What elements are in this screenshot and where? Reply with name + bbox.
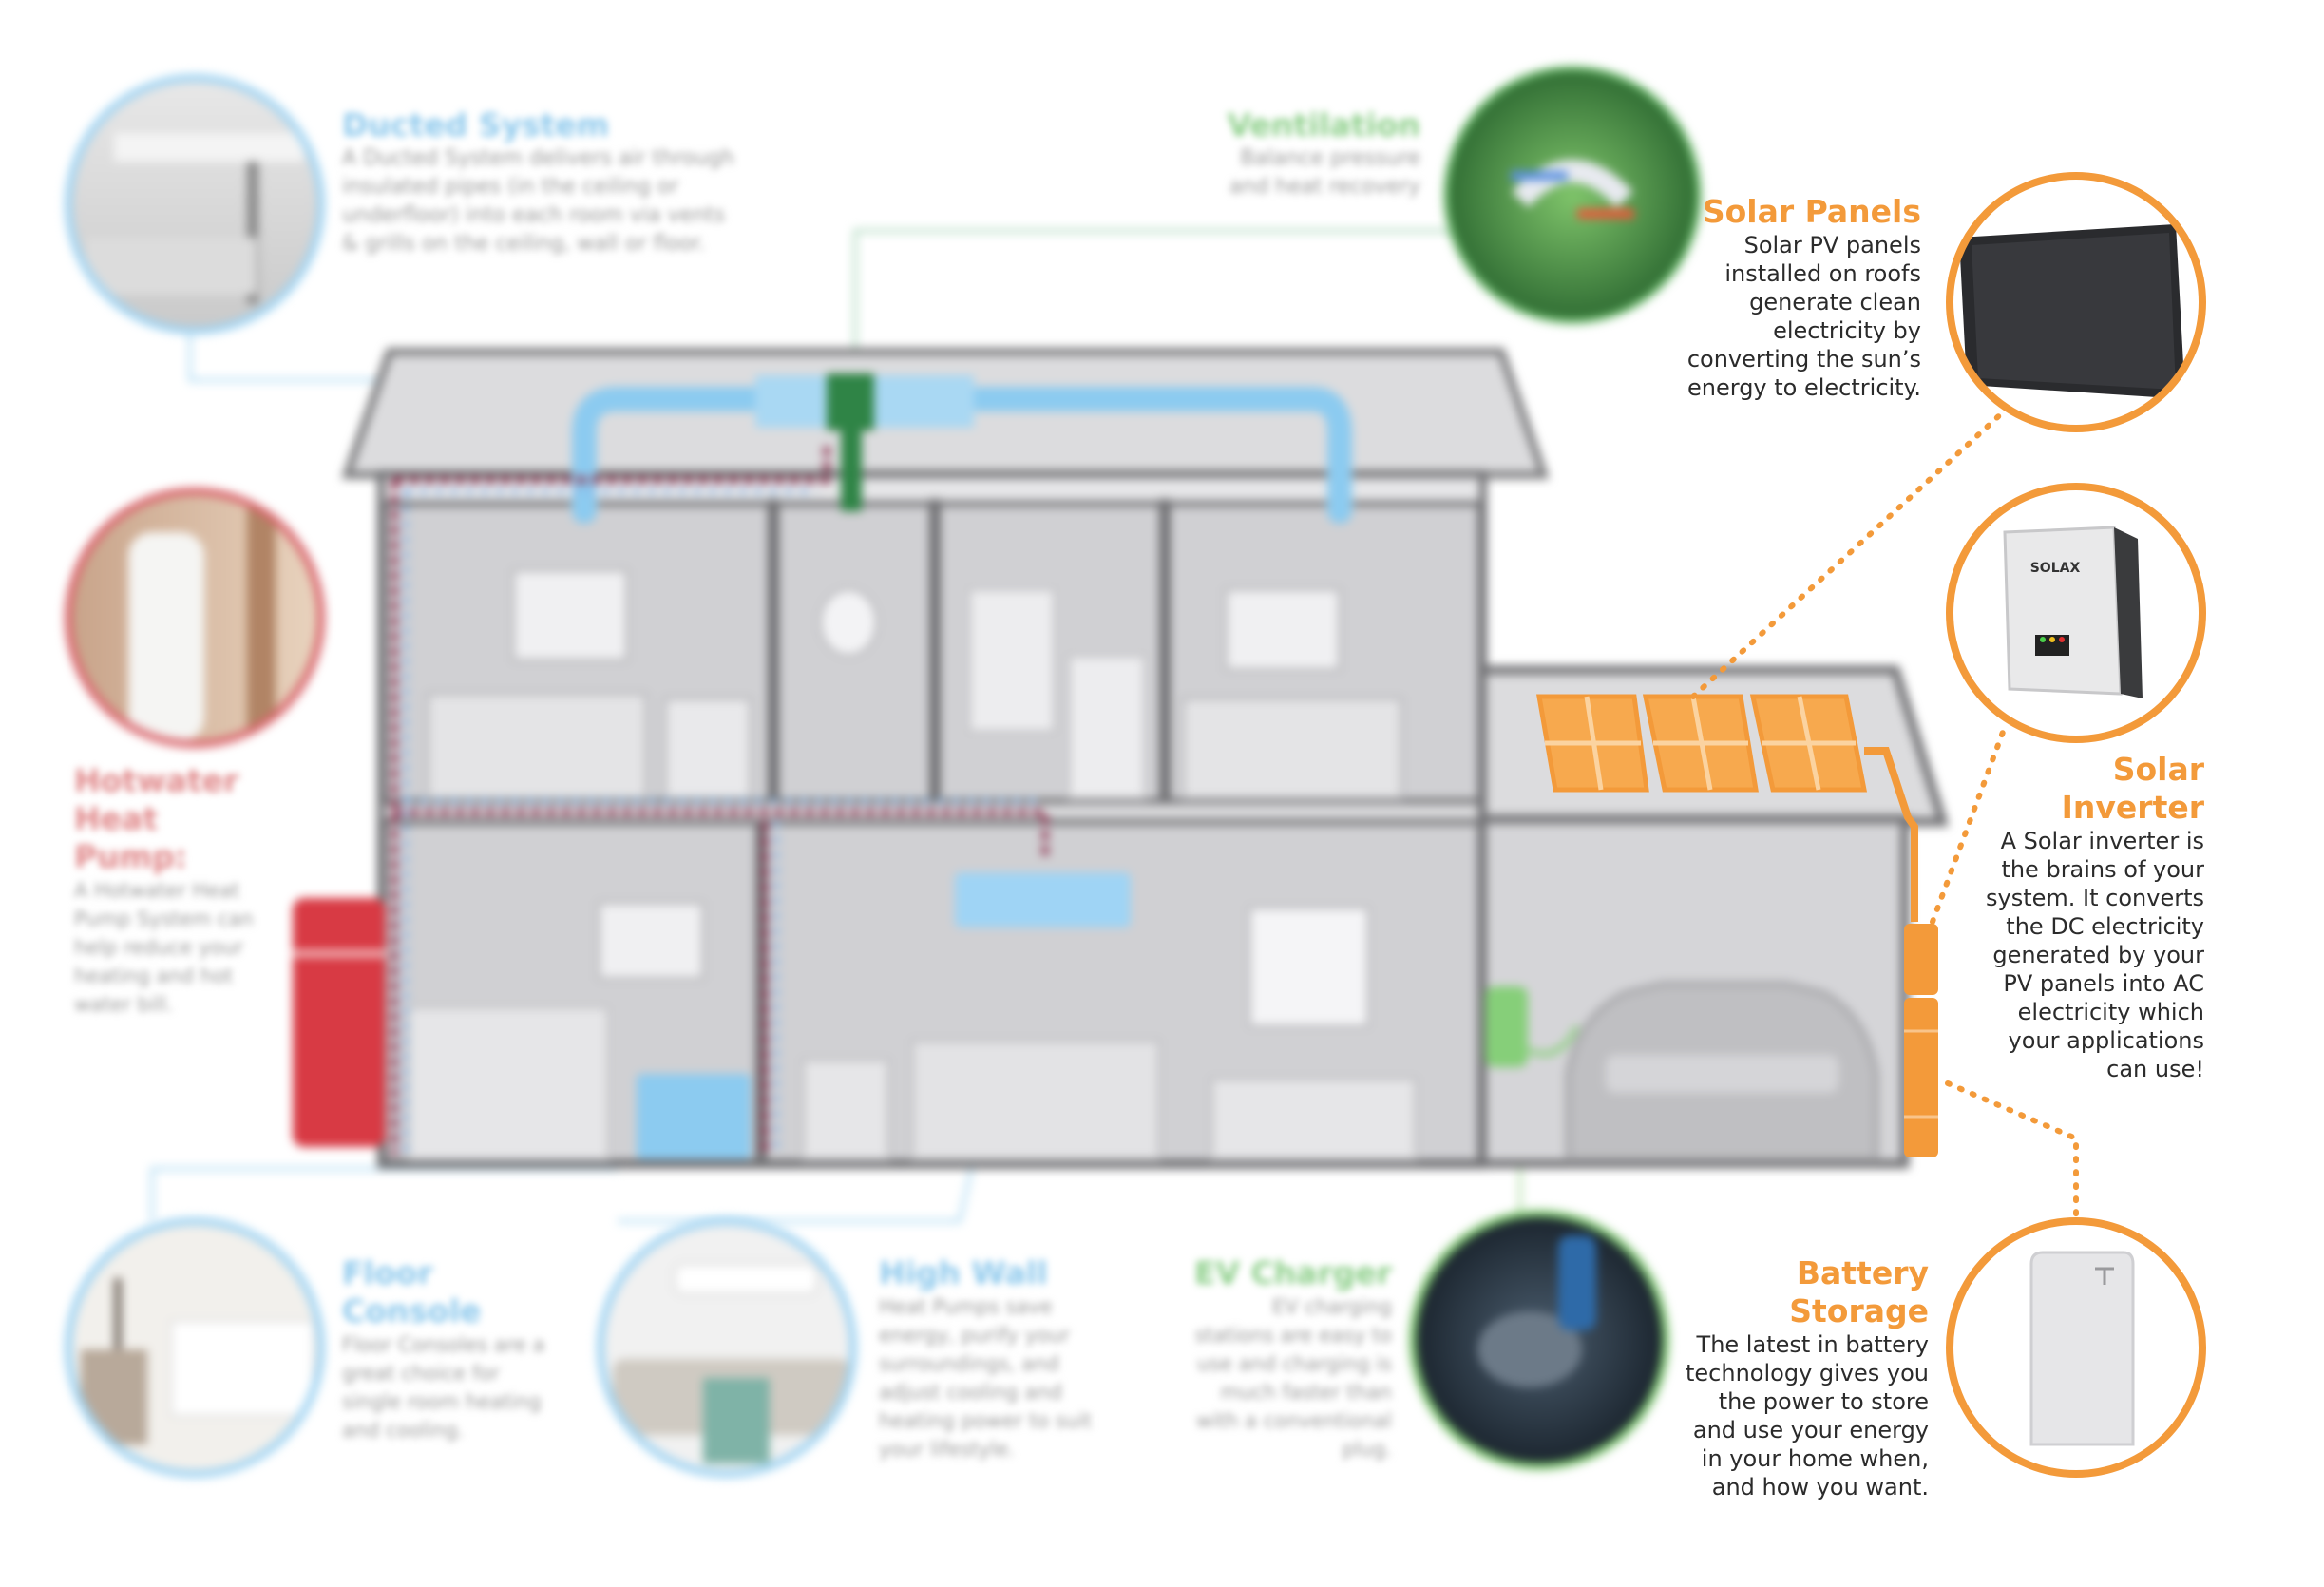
solar-panels-desc-line-6: energy to electricity.: [1687, 374, 1921, 401]
ev-charger-description: EV charging stations are easy to use and…: [1194, 1295, 1392, 1461]
solar-inverter-title-line2: Inverter: [2061, 789, 2204, 826]
solar-panels-desc-line-2: installed on roofs: [1724, 260, 1921, 287]
solar-inverter-photo-icon: SOLAX: [1946, 483, 2206, 743]
ventilation-label: Ventilation Balance pressure and heat re…: [1207, 106, 1420, 201]
battery-storage-desc-line-1: The latest in battery: [1696, 1331, 1929, 1358]
ventilation-title: Ventilation: [1227, 106, 1420, 143]
ventilation-description: Balance pressure and heat recovery: [1229, 146, 1420, 199]
hotwater-title-line2: Heat Pump:: [74, 800, 187, 875]
battery-storage-title-line1: Battery: [1796, 1254, 1929, 1291]
inverter-unit: [1904, 924, 1938, 995]
solar-panel-array: [1536, 694, 1868, 793]
solar-inverter-desc-line-8: your applications: [2008, 1027, 2204, 1054]
house-illustration: [150, 200, 1950, 1226]
battery-storage-desc-line-2: technology gives you: [1686, 1360, 1929, 1386]
floor-console-label: Floor Console Floor Consoles are a great…: [342, 1254, 556, 1444]
hotwater-description: A Hotwater Heat Pump System can help red…: [74, 879, 254, 1016]
ev-charger-icon: [1409, 1210, 1669, 1470]
battery-storage-desc-line-4: and use your energy: [1692, 1417, 1929, 1444]
ducted-system-icon: [65, 74, 325, 335]
battery-storage-photo-icon: [1946, 1217, 2206, 1478]
floor-console-title-line1: Floor: [342, 1254, 433, 1291]
battery-unit: [1904, 998, 1938, 1157]
solar-panels-desc-line-1: Solar PV panels: [1743, 232, 1921, 258]
solar-panel-group-3: [1749, 694, 1868, 793]
solar-inverter-desc-line-3: system. It converts: [1986, 885, 2204, 911]
hotwater-heat-pump-icon: [65, 488, 325, 748]
inverter-brand-text: SOLAX: [2030, 561, 2081, 576]
battery-storage-desc-line-6: and how you want.: [1711, 1474, 1929, 1501]
hotwater-title-line1: Hotwater: [74, 762, 239, 799]
high-wall-icon: [597, 1217, 857, 1478]
high-wall-description: Heat Pumps save energy, purify your surr…: [879, 1295, 1093, 1461]
ducted-system-label: Ducted System A Ducted System delivers a…: [342, 106, 741, 258]
battery-storage-label: Battery Storage The latest in battery te…: [1672, 1254, 1929, 1501]
high-wall-label: High Wall Heat Pumps save energy, purify…: [879, 1254, 1093, 1463]
battery-storage-desc-line-3: the power to store: [1718, 1388, 1929, 1415]
solar-panels-desc-line-4: electricity by: [1773, 317, 1921, 344]
orange-dotted-connectors: [1690, 408, 2079, 1222]
high-wall-title: High Wall: [879, 1254, 1048, 1291]
solar-panel-photo-icon: [1946, 172, 2206, 432]
solar-panel-group-1: [1536, 694, 1649, 793]
ev-charger-label: EV Charger EV charging stations are easy…: [1192, 1254, 1392, 1463]
ducted-system-title: Ducted System: [342, 106, 610, 143]
solar-inverter-desc-line-7: electricity which: [2017, 999, 2204, 1025]
solar-inverter-label: Solar Inverter A Solar inverter is the b…: [1938, 751, 2204, 1083]
solar-inverter-desc-line-2: the brains of your: [2001, 856, 2204, 883]
solar-inverter-desc-line-5: generated by your: [1992, 942, 2204, 968]
battery-storage-title-line2: Storage: [1789, 1292, 1929, 1329]
solar-inverter-title-line1: Solar: [2112, 751, 2204, 788]
solar-inverter-desc-line-9: can use!: [2106, 1056, 2204, 1082]
ventilation-icon: [1443, 66, 1702, 324]
floor-console-description: Floor Consoles are a great choice for si…: [342, 1333, 545, 1442]
solar-inverter-desc-line-6: PV panels into AC: [2003, 970, 2204, 997]
solar-cable: [1864, 747, 1918, 922]
high-wall-unit: [955, 872, 1131, 927]
ev-charger-title: EV Charger: [1193, 1254, 1392, 1291]
solar-panels-desc-line-3: generate clean: [1749, 289, 1921, 315]
solar-panels-desc-line-5: converting the sun’s: [1686, 346, 1921, 373]
hotwater-tank: [293, 898, 386, 1147]
ev-charger-unit: [1485, 986, 1528, 1067]
floor-console-unit: [637, 1074, 751, 1159]
solar-panel-group-2: [1642, 694, 1759, 793]
ducted-system-pipes: [572, 387, 1352, 524]
solar-panels-label: Solar Panels Solar PV panels installed o…: [1644, 193, 1921, 402]
floor-console-title-line2: Console: [342, 1292, 482, 1329]
solar-inverter-desc-line-4: the DC electricity: [2006, 913, 2204, 940]
solar-panels-title: Solar Panels: [1702, 193, 1921, 230]
battery-storage-desc-line-5: in your home when,: [1701, 1445, 1929, 1472]
plumbing-lines: [391, 442, 1049, 1155]
solar-inverter-desc-line-1: A Solar inverter is: [2000, 828, 2204, 854]
hotwater-label: Hotwater Heat Pump: A Hotwater Heat Pump…: [74, 762, 278, 1019]
ventilation-unit: [827, 373, 874, 430]
floor-console-icon: [65, 1217, 325, 1478]
ducted-system-description: A Ducted System delivers air through ins…: [342, 146, 735, 256]
